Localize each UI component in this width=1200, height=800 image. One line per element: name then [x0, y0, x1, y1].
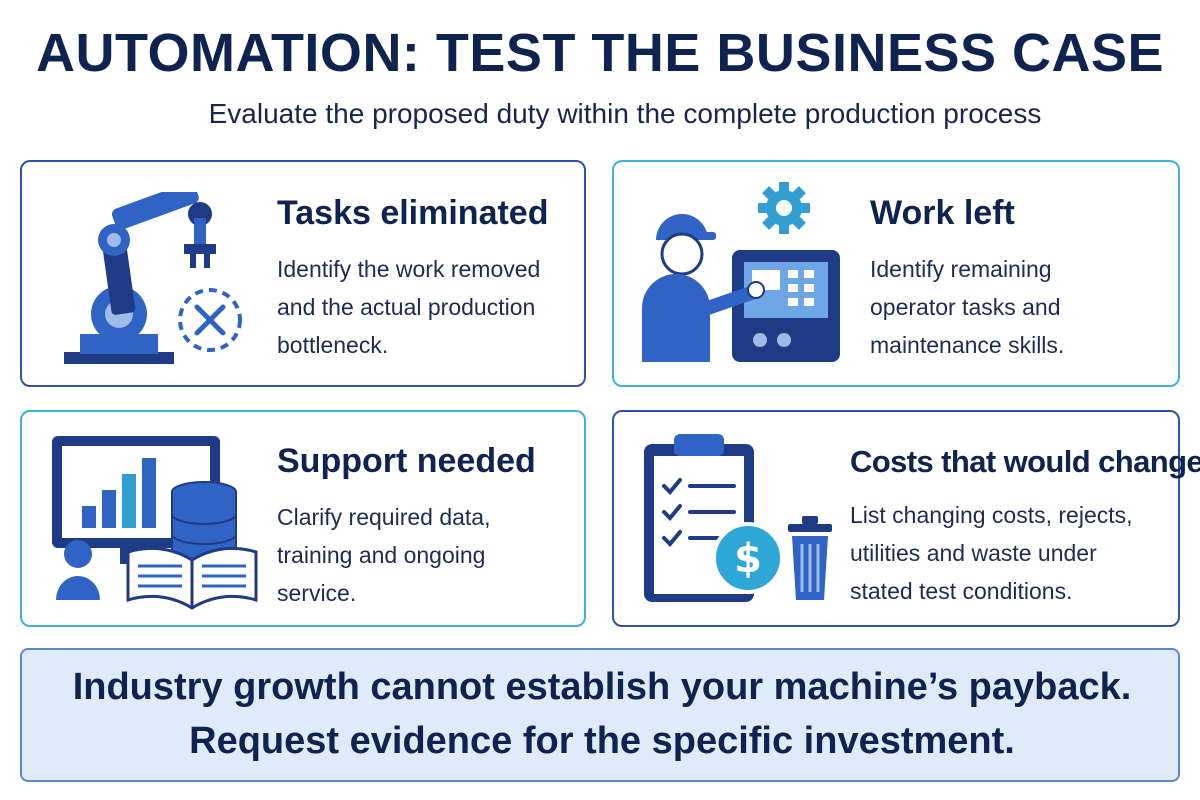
card-heading: Work left: [870, 194, 1015, 232]
card-body: Identify the work removed and the actual…: [277, 250, 540, 364]
card-body-line: service.: [277, 580, 357, 606]
card-support-needed: Support needed Clarify required data, tr…: [20, 410, 586, 627]
card-body-line: training and ongoing: [277, 542, 486, 568]
operator-control-panel-icon: [642, 182, 840, 362]
card-body-line: Identify the work removed: [277, 256, 541, 282]
monitor-database-book-icon: [52, 436, 258, 610]
card-costs-change: $ Costs that would change List changing …: [612, 410, 1200, 627]
card-body-line: stated test conditions.: [850, 578, 1073, 604]
card-work-left: Work left Identify remaining operator ta…: [612, 160, 1180, 387]
card-body-line: utilities and waste under: [850, 540, 1097, 566]
card-heading: Support needed: [277, 442, 536, 480]
robot-arm-icon: [64, 192, 242, 364]
card-tasks-eliminated: Tasks eliminated Identify the work remov…: [20, 160, 586, 387]
card-body-line: operator tasks and: [870, 294, 1061, 320]
card-heading: Costs that would change: [850, 444, 1200, 479]
card-body: Clarify required data, training and ongo…: [277, 498, 491, 612]
card-body-line: List changing costs, rejects,: [850, 502, 1133, 528]
card-body-line: and the actual production: [277, 294, 536, 320]
page-subtitle: Evaluate the proposed duty within the co…: [208, 98, 1042, 129]
banner-line-2: Request evidence for the specific invest…: [189, 720, 1015, 762]
conclusion-banner: Industry growth cannot establish your ma…: [20, 648, 1180, 782]
card-body: List changing costs, rejects, utilities …: [850, 496, 1133, 610]
clipboard-dollar-trash-icon: $: [644, 434, 832, 602]
banner-line-1: Industry growth cannot establish your ma…: [72, 666, 1132, 708]
card-body-line: Clarify required data,: [277, 504, 491, 530]
page-title: AUTOMATION: TEST THE BUSINESS CASE: [35, 23, 1165, 83]
card-body: Identify remaining operator tasks and ma…: [870, 250, 1064, 364]
card-body-line: maintenance skills.: [870, 332, 1065, 358]
card-body-line: Identify remaining: [870, 256, 1052, 282]
card-body-line: bottleneck.: [277, 332, 389, 358]
card-heading: Tasks eliminated: [277, 194, 549, 232]
svg-text:$: $: [734, 536, 762, 582]
